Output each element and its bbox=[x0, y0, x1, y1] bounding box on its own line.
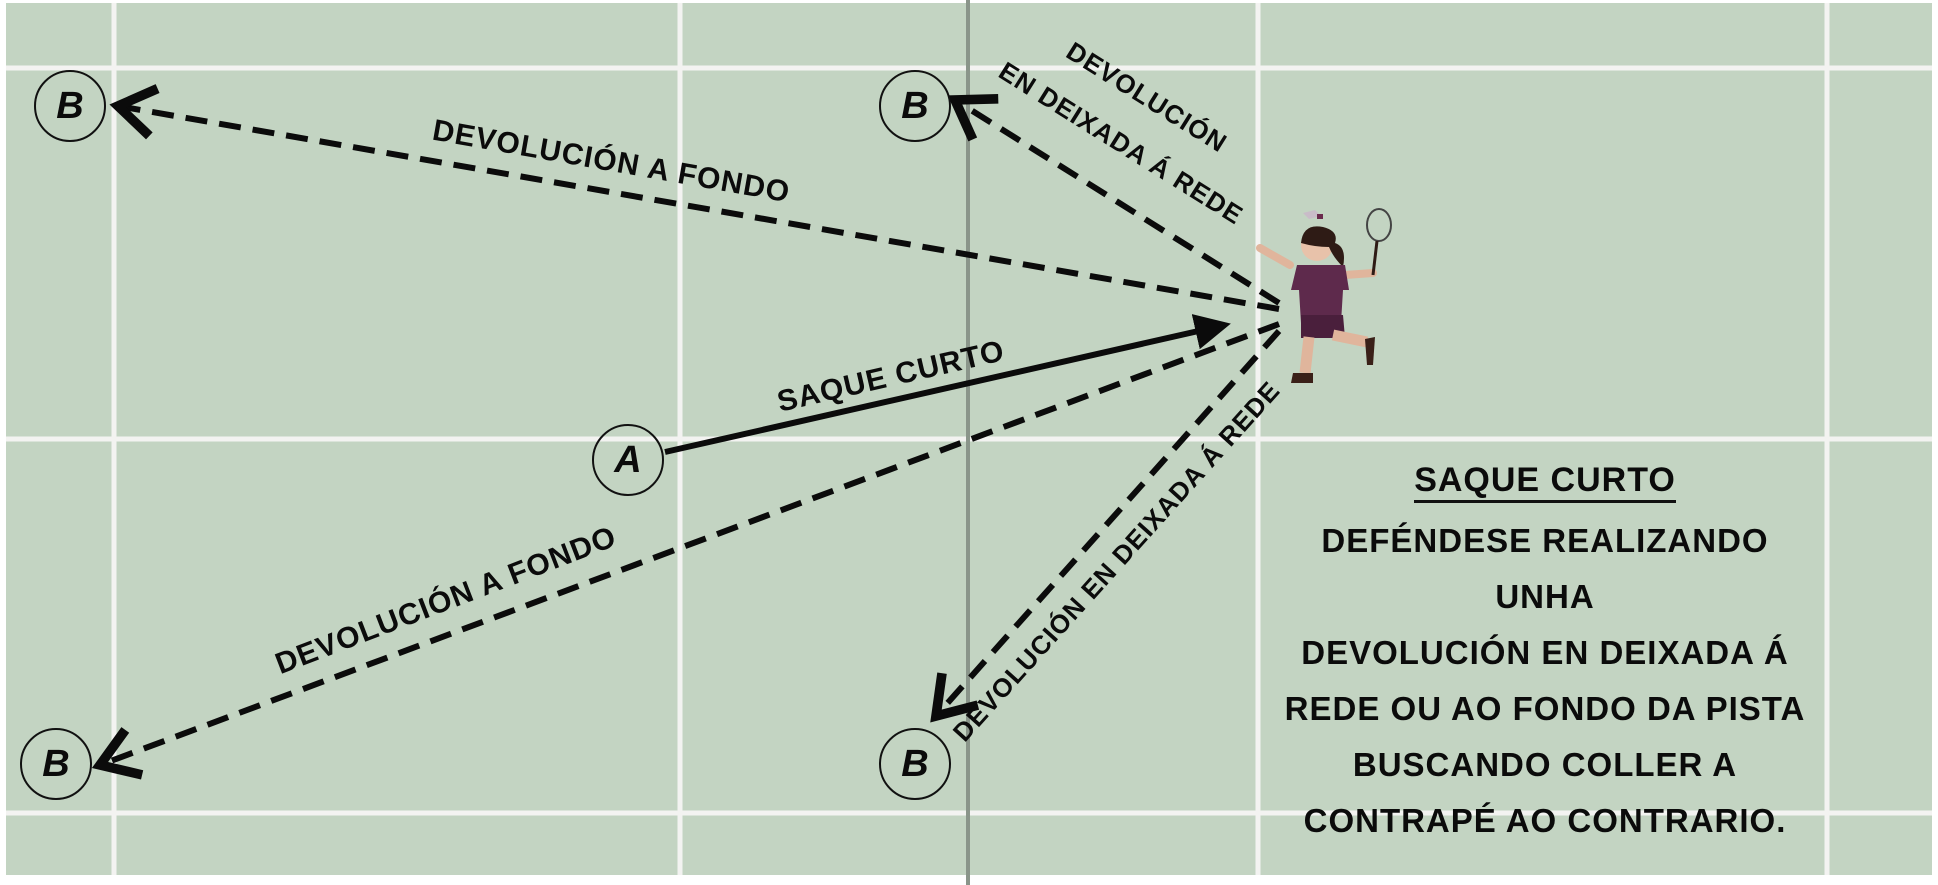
player-a: A bbox=[592, 424, 664, 496]
explanation-box: SAQUE CURTO DEFÉNDESE REALIZANDO UNHA DE… bbox=[1275, 460, 1815, 849]
explanation-line: DEFÉNDESE REALIZANDO UNHA bbox=[1321, 522, 1769, 615]
explanation-line: BUSCANDO COLLER A bbox=[1352, 746, 1738, 783]
arrow-deep-top bbox=[109, 84, 1280, 312]
player-b-top-mid: B bbox=[879, 70, 951, 142]
explanation-title: SAQUE CURTO bbox=[1414, 460, 1676, 503]
explanation-line: REDE OU AO FONDO DA PISTA bbox=[1284, 690, 1806, 727]
arrow-short-serve bbox=[664, 314, 1231, 455]
arrow-net-top bbox=[947, 93, 1281, 306]
player-b-top-left: B bbox=[34, 70, 106, 142]
arrow-deep-bottom bbox=[91, 321, 1281, 780]
explanation-line: CONTRAPÉ AO CONTRARIO. bbox=[1303, 802, 1787, 839]
explanation-line: DEVOLUCIÓN EN DEIXADA Á bbox=[1301, 634, 1789, 671]
player-b-bottom-mid: B bbox=[879, 728, 951, 800]
arrow-net-bottom bbox=[930, 329, 1282, 723]
player-b-bottom-left: B bbox=[20, 728, 92, 800]
player-figure-icon bbox=[1256, 208, 1392, 383]
